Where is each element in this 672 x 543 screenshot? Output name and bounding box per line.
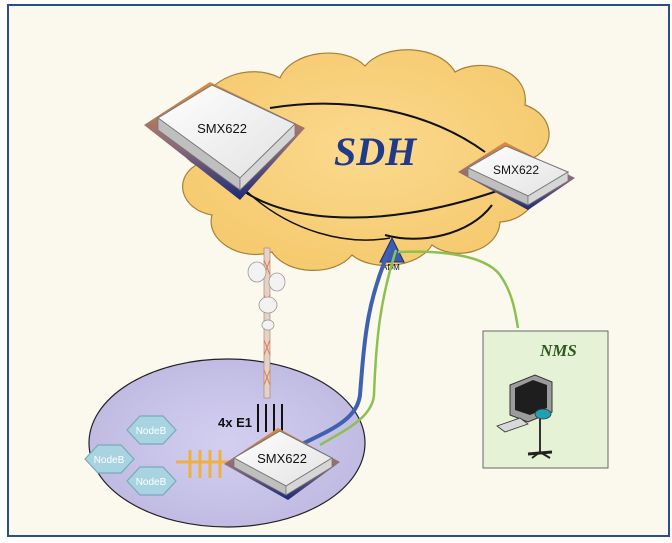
nodeb-hex-top[interactable]: NodeB <box>126 415 177 445</box>
smx622-node-bottom[interactable]: SMX622 <box>224 428 340 500</box>
fiber-link-left-adm <box>239 184 391 241</box>
smx622-label-top-left: SMX622 <box>197 121 247 136</box>
e1-lines <box>257 404 283 432</box>
fiber-link-top <box>269 102 486 153</box>
radio-tower-icon <box>247 247 286 399</box>
sdh-cloud <box>179 49 550 271</box>
smx622-label-bottom: SMX622 <box>257 451 307 466</box>
nodeb-hex-left[interactable]: NodeB <box>84 444 135 474</box>
fiber-link-adm <box>384 204 493 240</box>
nodeb-label-bottom: NodeB <box>136 477 167 488</box>
blue-link <box>299 247 392 447</box>
green-link-nms <box>397 250 520 329</box>
green-link-node <box>319 249 398 447</box>
smx622-node-right[interactable]: SMX622 <box>458 142 575 210</box>
sdh-label: SDH <box>334 129 418 174</box>
workstation-icon <box>496 374 553 459</box>
nodeb-label-top: NodeB <box>136 426 167 437</box>
smx622-node-top-left[interactable]: SMX622 <box>144 82 305 200</box>
smx622-label-right: SMX622 <box>493 163 539 177</box>
nms-panel[interactable]: NMS <box>482 330 609 469</box>
nodeb-label-left: NodeB <box>94 455 125 466</box>
nodeb-hex-bottom[interactable]: NodeB <box>126 466 177 496</box>
nodeb-cluster: NodeB NodeB NodeB <box>84 415 177 496</box>
e1-label: 4x E1 <box>218 415 252 430</box>
nodeb-bus <box>176 450 232 478</box>
nms-label: NMS <box>539 341 577 360</box>
